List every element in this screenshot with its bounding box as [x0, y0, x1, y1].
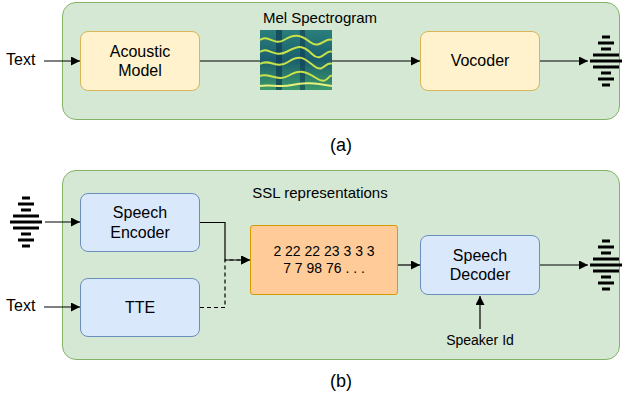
text-label: Text	[6, 51, 46, 69]
connector-arrow	[398, 264, 420, 265]
waveform-bar	[601, 276, 611, 279]
box-label: Vocoder	[451, 51, 510, 70]
output-arrow	[540, 60, 588, 61]
waveform-bar	[602, 84, 610, 87]
text-label: Mel Spectrogram	[220, 9, 420, 26]
spectrogram-harmonics	[260, 36, 332, 86]
process-box: TTE	[80, 278, 200, 337]
waveform-bar	[21, 209, 31, 212]
process-box: Vocoder	[420, 31, 540, 91]
waveform-bar	[18, 203, 34, 206]
waveform-bar	[13, 215, 39, 218]
waveform-bar	[601, 252, 611, 255]
waveform-bar	[598, 42, 614, 45]
waveform-bar	[593, 270, 619, 273]
waveform-bar	[601, 72, 611, 75]
waveform-bar	[598, 78, 614, 81]
waveform-bar	[22, 245, 30, 248]
process-box: Speech Encoder	[80, 193, 200, 252]
waveform-bar	[602, 288, 610, 291]
panel-caption: (b)	[63, 371, 619, 392]
waveform-bar	[10, 221, 42, 224]
waveform-bar	[593, 54, 619, 57]
waveform-icon	[10, 198, 42, 246]
waveform-bar	[598, 246, 614, 249]
speaker-arrow	[479, 296, 480, 329]
waveform-bar	[22, 197, 30, 200]
waveform-bar	[602, 240, 610, 243]
waveform-bar	[590, 264, 622, 267]
waveform-bar	[601, 48, 611, 51]
input-arrow	[44, 60, 80, 61]
box-label: Acoustic Model	[89, 42, 191, 80]
waveform-bar	[598, 282, 614, 285]
text-label: Speaker Id	[420, 332, 540, 348]
waveform-bar	[593, 258, 619, 261]
output-arrow	[540, 264, 588, 265]
waveform-bar	[590, 60, 622, 63]
waveform-bar	[13, 227, 39, 230]
process-box: Acoustic Model	[80, 31, 200, 91]
token-box: 2 22 22 23 3 3 3 7 7 98 76 . . .	[250, 225, 398, 295]
spectrogram-band	[276, 30, 282, 90]
box-label: TTE	[125, 298, 155, 317]
box-label: Speech Encoder	[89, 203, 191, 241]
waveform-bar	[18, 239, 34, 242]
input-arrow	[45, 221, 80, 222]
spectrogram-ground	[260, 30, 332, 90]
mel-spectrogram-image	[260, 30, 332, 90]
box-label: Speech Decoder	[429, 246, 531, 284]
box-label: 2 22 22 23 3 3 3 7 7 98 76 . . .	[271, 243, 377, 277]
text-label: SSL representations	[200, 184, 440, 201]
process-box: Speech Decoder	[420, 235, 540, 295]
input-arrow	[44, 306, 80, 307]
waveform-bar	[21, 233, 31, 236]
waveform-bar	[602, 36, 610, 39]
text-label: Text	[6, 297, 46, 315]
panel-caption: (a)	[63, 135, 619, 156]
waveform-bar	[593, 66, 619, 69]
